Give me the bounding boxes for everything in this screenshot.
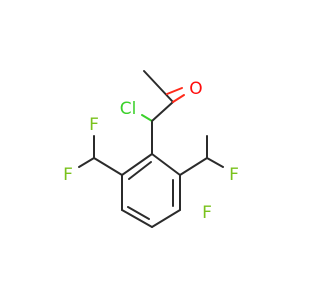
ring-bond-6 [121,153,153,176]
left-cf2-bond [93,157,123,176]
fluorine-atom-left-top: F [89,115,99,135]
right-cf2-bond [179,157,208,176]
ring-bond-3 [151,209,181,228]
carbonyl-to-methyl-bond [143,70,174,103]
oxygen-atom: O [189,79,202,99]
right-cf-bond-1 [206,157,224,168]
ring-bond-4 [121,209,153,228]
fluorine-atom-right-top: F [229,165,239,185]
molecule-diagram: O Cl F F F F [63,70,239,228]
chlorine-atom: Cl [120,99,137,119]
fluorine-atom-right-bottom: F [202,203,212,223]
chlorine-bond [141,114,153,122]
ring-double-bond-3 [128,161,152,180]
left-cf-bond-2 [78,157,95,168]
molecule-structure: O Cl F F F F [63,70,239,228]
chcl-to-carbonyl-bond [151,101,174,122]
ring-double-bond-2 [127,206,150,220]
fluorine-atom-left-bottom: F [63,165,73,185]
carbonyl-double-bond-1 [172,94,185,103]
ring-bond-1 [151,153,181,176]
carbonyl-double-bond-2 [166,87,183,95]
